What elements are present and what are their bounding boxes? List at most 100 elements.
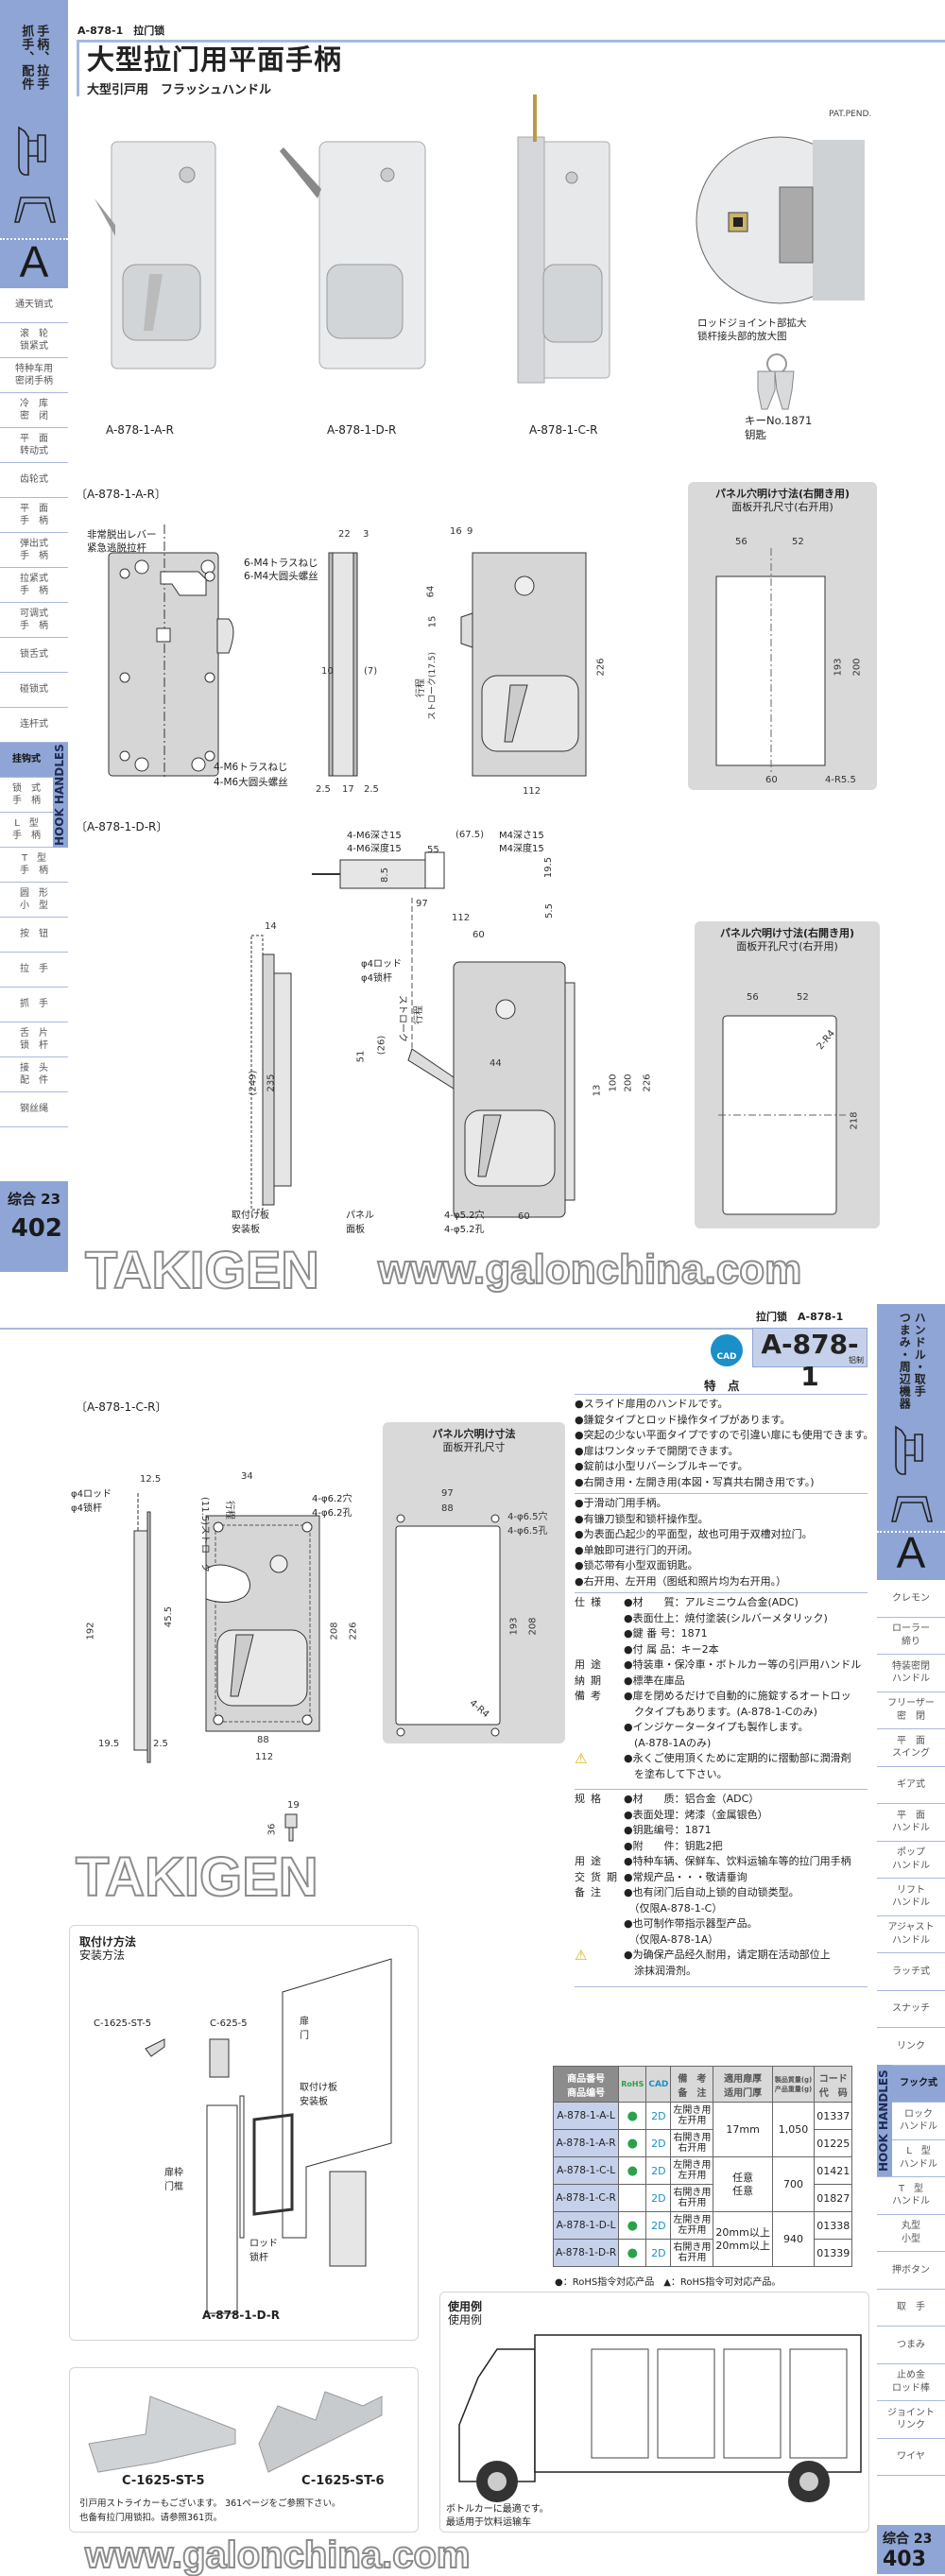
category-item[interactable]: 取 手	[877, 2290, 945, 2327]
cad-link[interactable]: 2D	[645, 2102, 672, 2130]
note-jp: 右開き用	[673, 2187, 712, 2198]
cad-link[interactable]: 2D	[645, 2211, 672, 2240]
usage-box: 使用例 使用例 ボトルカーに最適です。 最适用于饮料运输车	[439, 2292, 869, 2533]
category-item[interactable]: 圆 形 小 型	[0, 883, 68, 918]
category-item[interactable]: 弹出式 手 柄	[0, 533, 68, 568]
category-item[interactable]: 接 头 配 件	[0, 1057, 68, 1092]
stroke-label-c: (11.5)ストローク	[199, 1496, 211, 1573]
category-item[interactable]: 拉 手	[0, 953, 68, 987]
spec-key: 规格	[575, 1793, 607, 1805]
panel-dim-88: 88	[441, 1503, 454, 1514]
category-item[interactable]: 钢丝绳	[0, 1092, 68, 1127]
category-item[interactable]: ワイヤ	[877, 2439, 945, 2476]
cell-code: 01225	[814, 2129, 853, 2157]
category-item[interactable]: ギア式	[877, 1767, 945, 1804]
hook-handles-band: HOOK HANDLES	[877, 2065, 892, 2176]
category-item[interactable]: 齿轮式	[0, 463, 68, 498]
key-caption-jp: キーNo.1871	[745, 414, 813, 427]
category-item[interactable]: 碰锁式	[0, 673, 68, 708]
page-number: 402	[10, 1214, 62, 1243]
category-item[interactable]: スナッチ	[877, 1991, 945, 2028]
spec-row: ●表面仕上：焼付塗装(シルバーメタリック)	[575, 1611, 861, 1627]
spec-key	[575, 1901, 624, 1917]
cell-note: 右開き用右开用	[670, 2129, 714, 2157]
dim-15: 15	[427, 615, 438, 628]
category-item[interactable]: ローラー 締り	[877, 1618, 945, 1655]
category-item[interactable]: 平 面 スイング	[877, 1729, 945, 1767]
dim-60-top: 60	[472, 930, 485, 940]
category-item[interactable]: 平 面 转动式	[0, 428, 68, 463]
category-item[interactable]: つまみ	[877, 2327, 945, 2364]
spec-value: ●表面处理：烤漆（金属银色）	[624, 1808, 768, 1821]
category-item[interactable]: リフト ハンドル	[877, 1879, 945, 1916]
cad-link[interactable]: 2D	[645, 2156, 672, 2185]
category-item[interactable]: 锁舌式	[0, 638, 68, 673]
stroke-label-d-cn: 行程	[414, 1005, 424, 1024]
spec-row: ●附 件：钥匙2把	[575, 1839, 851, 1855]
warning-icon: ⚠	[575, 1947, 593, 1964]
cad-link[interactable]: 2D	[645, 2239, 672, 2267]
hole-label-jp: 4-φ6.2穴	[312, 1494, 352, 1504]
dim-2-5: 2.5	[153, 1739, 168, 1749]
category-item[interactable]: 平 面 ハンドル	[877, 1804, 945, 1842]
category-item[interactable]: 可调式 手 柄	[0, 603, 68, 638]
watermark-brand-2: TAKIGEN	[75, 1846, 319, 1908]
features-jp: ●スライド扉用のハンドルです。●鎌錠タイプとロッド操作タイプがあります。●突起の…	[575, 1397, 874, 1490]
category-item[interactable]: フリーザー 密 閉	[877, 1692, 945, 1729]
cad-icon[interactable]: CAD	[711, 1334, 743, 1366]
cell-weight: 940	[771, 2211, 816, 2267]
panel-dim-r5-5: 4-R5.5	[825, 775, 856, 785]
category-label-1: 手柄、拉手	[34, 25, 49, 91]
dim-2-5b: 2.5	[364, 784, 379, 795]
striker-note-cn[interactable]: 也备有拉门用锁扣。请参照361页。	[79, 2513, 223, 2523]
page-number-box: 综合 23 403	[877, 2525, 945, 2574]
mount-plate-label-jp: 取付け板	[232, 1211, 269, 1221]
category-item[interactable]: 特装密閉 ハンドル	[877, 1655, 945, 1692]
category-item[interactable]: ラッチ式	[877, 1953, 945, 1991]
cell-code: 01339	[814, 2239, 853, 2267]
drawing-title-a-r: 〔A-878-1-A-R〕	[76, 488, 166, 501]
category-item[interactable]: 舌 片 锁 杆	[0, 1022, 68, 1057]
striker-note-jp[interactable]: 引戸用ストライカーもございます。 361ページをご参照下さい。	[79, 2499, 341, 2509]
cell-code: 01337	[814, 2102, 853, 2130]
category-item[interactable]: 平 面 手 柄	[0, 498, 68, 533]
category-item[interactable]: T 型 ハンドル	[877, 2177, 945, 2215]
category-item[interactable]: ポップ ハンドル	[877, 1842, 945, 1879]
cell-model: A-878-1-D-R	[552, 2239, 620, 2267]
category-item[interactable]: 止め金 ロッド棒	[877, 2364, 945, 2401]
category-item[interactable]: 特种车用 密闭手柄	[0, 358, 68, 393]
category-item[interactable]: 滚 轮 锁紧式	[0, 323, 68, 358]
rohs-indicator	[618, 2184, 647, 2212]
cad-link[interactable]: 2D	[645, 2184, 672, 2212]
frame-label-jp: 扉枠	[164, 2168, 183, 2178]
category-item[interactable]: T 型 手 柄	[0, 848, 68, 883]
note-jp: 右開き用	[673, 2132, 712, 2143]
category-item[interactable]: クレモン	[877, 1580, 945, 1618]
category-item[interactable]: L 型 手 柄	[0, 813, 68, 848]
cell-note: 左開き用左开用	[670, 2156, 714, 2185]
rod-label-jp: ロッド	[249, 2239, 278, 2249]
category-item[interactable]: 连杆式	[0, 708, 68, 743]
cad-link[interactable]: 2D	[645, 2129, 672, 2157]
spec-row: クタイプもあります。(A-878-1-Cのみ)	[575, 1705, 861, 1721]
category-item[interactable]: アジャスト ハンドル	[877, 1916, 945, 1953]
category-item[interactable]: 抓 手	[0, 987, 68, 1022]
category-item[interactable]: L 型 ハンドル	[877, 2140, 945, 2177]
category-item[interactable]: 按 钮	[0, 918, 68, 953]
category-item[interactable]: リンク	[877, 2028, 945, 2066]
zoom-caption-cn: 锁杆接头部的放大图	[697, 331, 787, 342]
category-item[interactable]: 通天销式	[0, 288, 68, 323]
spec-row: 用途●特装車・保冷車・ボトルカー等の引戸用ハンドル	[575, 1657, 861, 1674]
category-item[interactable]: ジョイント リンク	[877, 2401, 945, 2439]
category-item[interactable]: 锁 式 手 柄	[0, 778, 68, 813]
panel-dim-193: 193	[508, 1617, 520, 1636]
category-item[interactable]: 拉紧式 手 柄	[0, 568, 68, 603]
rohs-indicator: ●	[618, 2129, 647, 2157]
category-item[interactable]: 押ボタン	[877, 2252, 945, 2290]
category-item[interactable]: ロック ハンドル	[877, 2103, 945, 2140]
category-item[interactable]: 冷 库 密 闭	[0, 393, 68, 428]
spec-key	[575, 1964, 624, 1980]
category-item[interactable]: 丸型 小型	[877, 2215, 945, 2252]
